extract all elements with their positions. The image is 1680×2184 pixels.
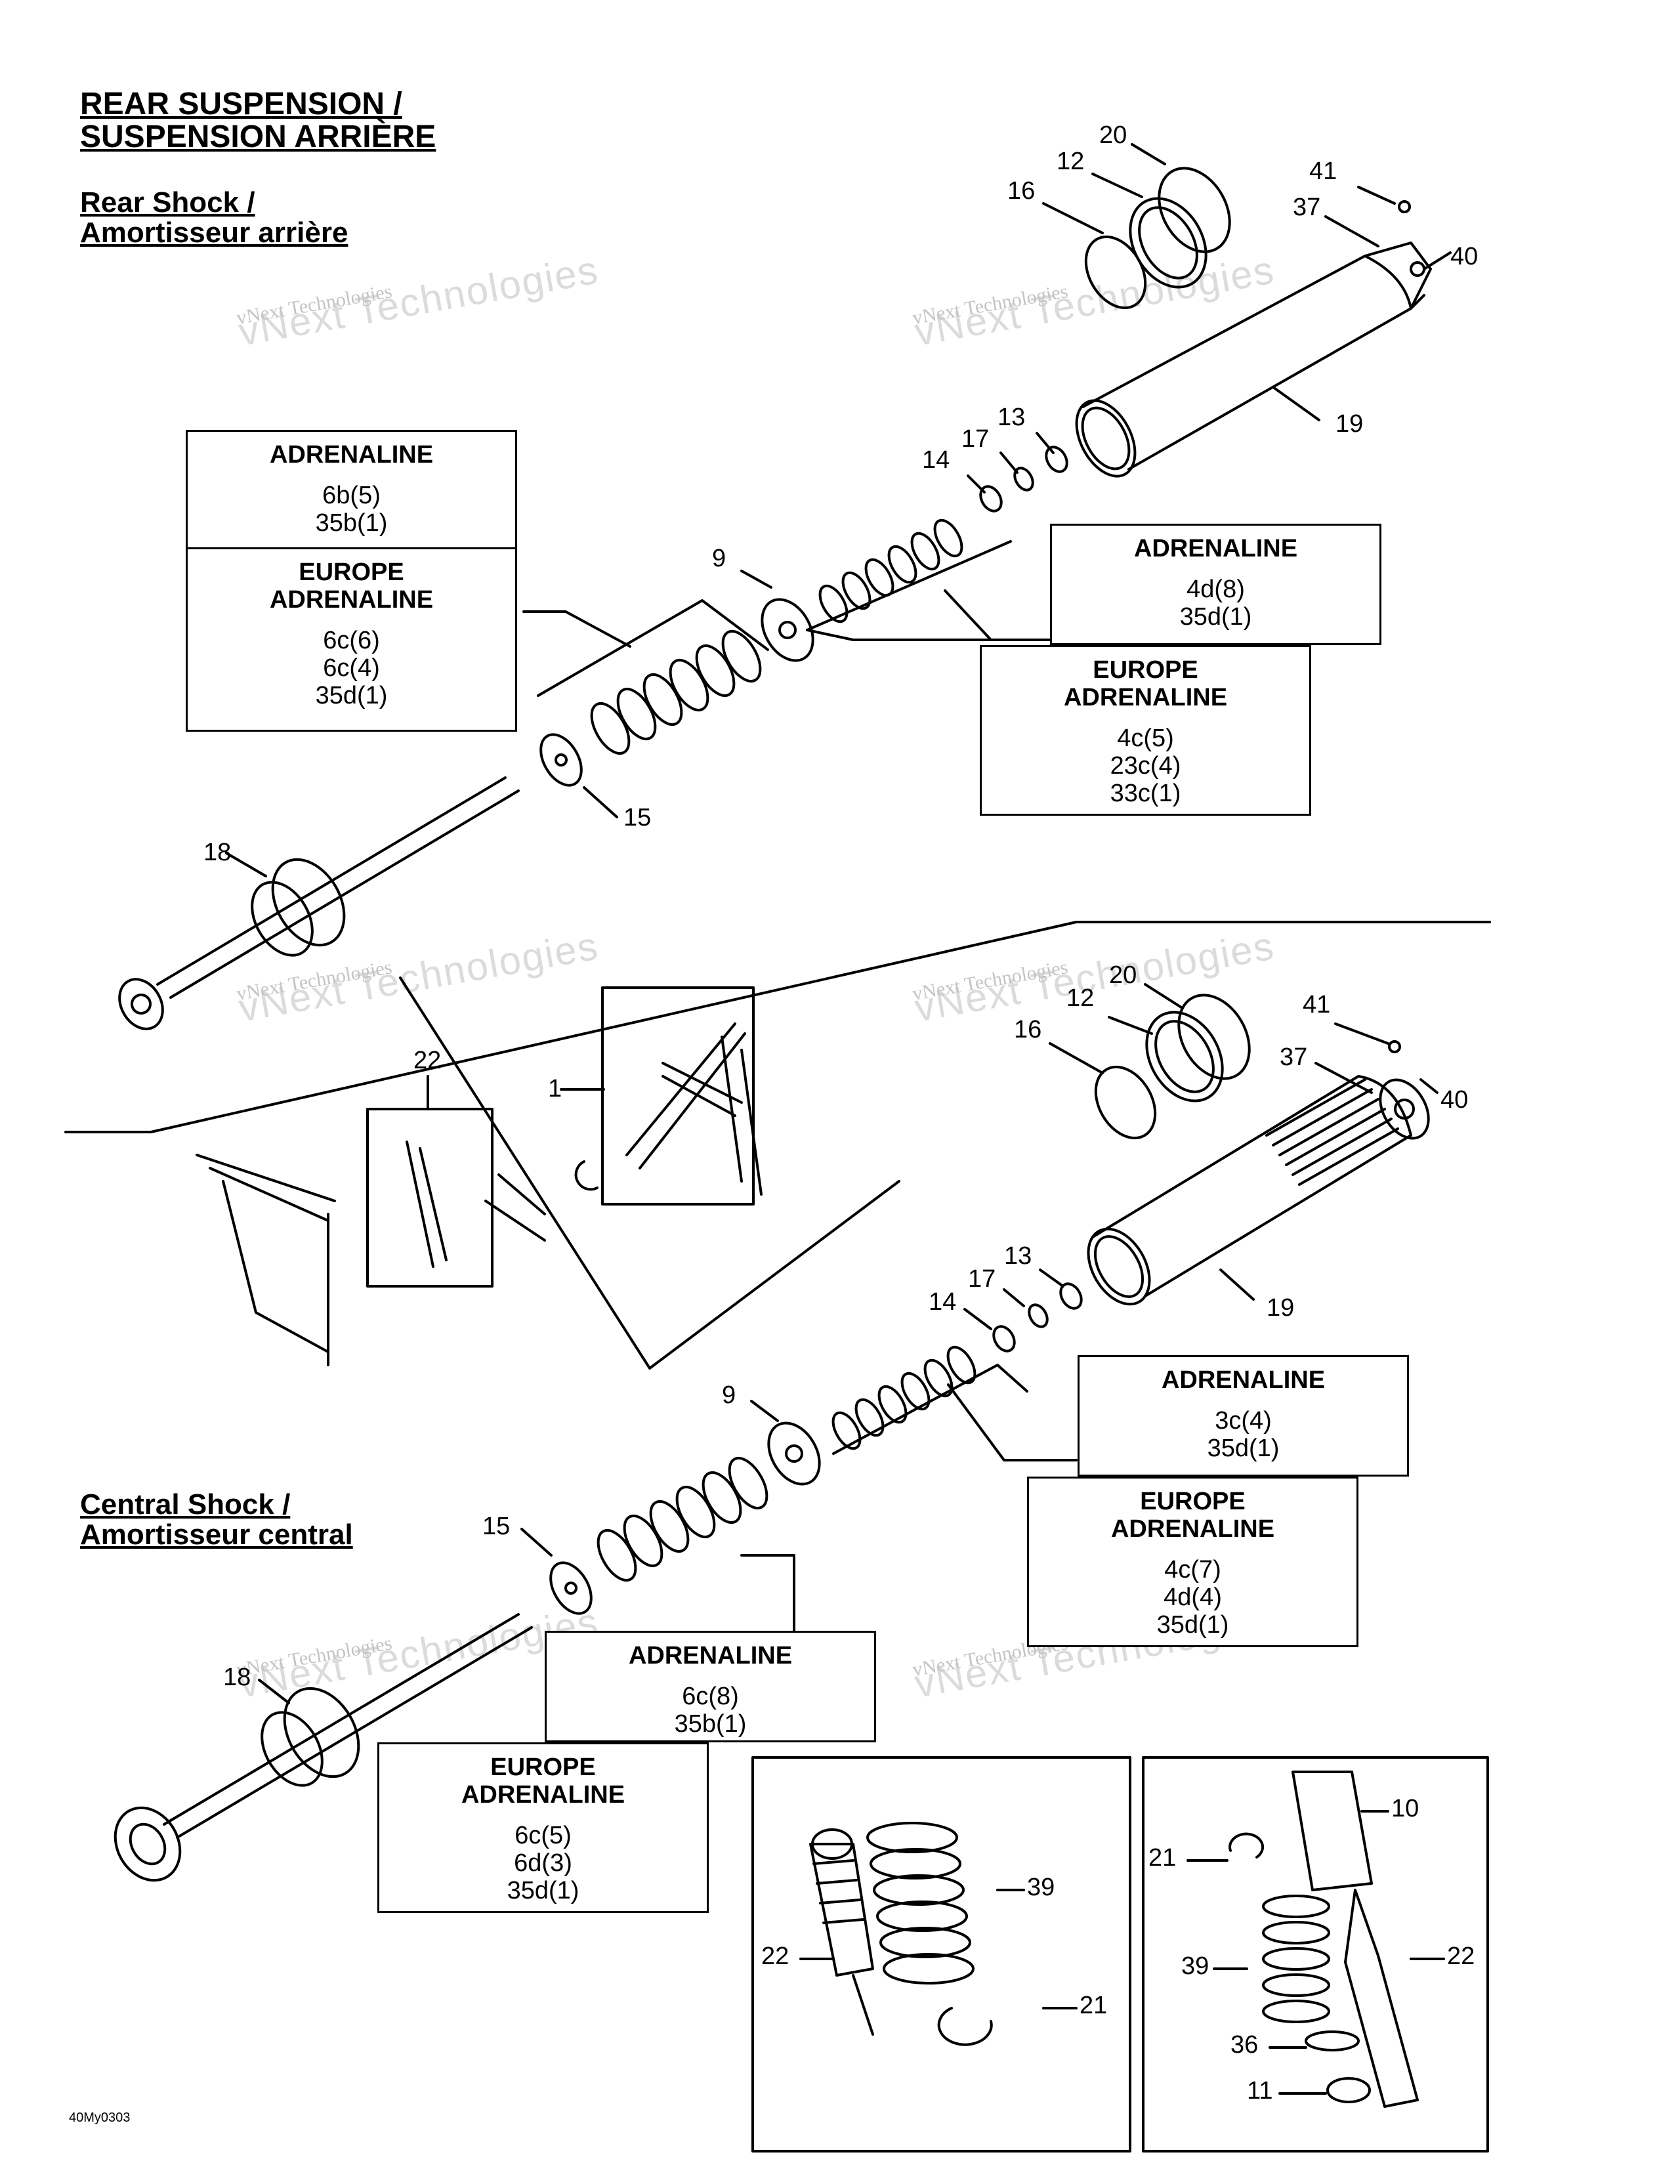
spec-code: 3c(4) [1215,1407,1272,1435]
rear-shock-heading-en: Rear Shock / [80,186,255,219]
spec-box-central-left: EUROPE ADRENALINE 6c(5) 6d(3) 35d(1) [377,1742,709,1913]
callout-number: 41 [1303,991,1331,1018]
rear-shock-heading: Rear Shock / Amortisseur arrière [80,186,348,249]
spec-box-rear-right-a: ADRENALINE 4d(8) 35d(1) [1050,524,1381,645]
spec-box-rear-right-b: EUROPE ADRENALINE 4c(5) 23c(4) 33c(1) [980,645,1311,816]
callout-number: 14 [922,446,950,474]
spec-code: 35d(1) [1207,1435,1280,1462]
spec-header: EUROPE ADRENALINE [269,558,434,614]
title-line-1: REAR SUSPENSION / [80,87,402,121]
detail-box-right [1142,1756,1489,2152]
spec-code: 35b(1) [315,509,388,537]
spec-box-central-right-a: ADRENALINE 3c(4) 35d(1) [1078,1355,1409,1477]
spec-code: 6c(6) [323,627,380,654]
spec-header: EUROPE ADRENALINE [1063,656,1228,711]
spec-header: EUROPE ADRENALINE [1110,1488,1275,1543]
callout-number: 19 [1335,410,1364,438]
spec-header: ADRENALINE [1133,535,1298,562]
spec-header: ADRENALINE [1161,1366,1326,1394]
spec-code: 35d(1) [507,1877,579,1904]
callout-number: 22 [1447,1942,1475,1970]
rear-large-spring [590,630,762,755]
spec-code: 35d(1) [315,682,388,709]
spec-box-central-mid: ADRENALINE 6c(8) 35b(1) [545,1631,876,1742]
spec-code: 6c(4) [323,654,380,682]
callout-number: 12 [1057,148,1085,175]
callout-number: 39 [1181,1952,1209,1980]
callout-number: 40 [1450,243,1479,270]
central-small-spring [831,1345,976,1450]
spec-code: 6b(5) [322,482,381,509]
callout-number: 12 [1066,984,1095,1012]
drawing-code: 40My0303 [69,2110,131,2125]
central-large-spring [597,1457,768,1582]
callout-number: 20 [1109,961,1137,989]
callout-number: 15 [482,1513,511,1540]
spec-header: EUROPE ADRENALINE [461,1754,625,1809]
callout-number: 21 [1080,1992,1108,2019]
spec-code: 4c(5) [1117,724,1174,752]
spec-code: 4d(4) [1164,1584,1222,1611]
rear-shaft [118,776,520,1030]
callout-number: 10 [1391,1795,1419,1822]
spec-code: 6c(8) [682,1683,739,1710]
callout-number: 11 [1247,2077,1273,2105]
spec-box-central-right-b: EUROPE ADRENALINE 4c(7) 4d(4) 35d(1) [1027,1477,1358,1647]
callout-number: 18 [223,1664,251,1691]
callout-number: 17 [961,425,990,453]
diagram-title: REAR SUSPENSION / SUSPENSION ARRIÈRE [80,87,436,155]
detail-left-drawing [799,1822,1078,2046]
callout-number: 40 [1440,1086,1469,1114]
spec-box-rear-left: ADRENALINE 6b(5) 35b(1) EUROPE ADRENALIN… [186,430,517,732]
callout-number: 17 [968,1265,996,1293]
callout-number: 15 [623,804,652,831]
rear-shock-assembly [118,143,1452,1030]
callout-number: 22 [413,1047,442,1074]
callout-number: 37 [1280,1043,1308,1071]
callout-number: 19 [1267,1294,1295,1322]
spec-code: 33c(1) [1110,780,1181,807]
callout-number: 14 [929,1288,957,1316]
detail-box-left [751,1756,1131,2152]
spec-code: 6c(5) [514,1822,572,1849]
callout-number: 22 [761,1942,789,1970]
callout-number: 41 [1309,158,1337,185]
callout-number: 18 [203,839,232,866]
callout-number: 16 [1014,1016,1042,1043]
spec-code: 35d(1) [1156,1611,1229,1639]
callout-number: 9 [722,1381,736,1409]
detail-right-drawing [1186,1771,1445,2108]
spec-code: 35b(1) [674,1710,747,1738]
spec-code: 35d(1) [1179,603,1252,631]
central-shock-body [1087,1075,1430,1306]
callout-number: 13 [998,404,1026,431]
callout-number: 13 [1004,1242,1032,1270]
spec-code: 4d(8) [1186,576,1245,603]
central-shock-heading-en: Central Shock / [80,1488,291,1521]
central-shock-heading: Central Shock / Amortisseur central [80,1488,353,1551]
callout-number: 37 [1293,194,1321,221]
rear-small-spring [818,518,963,623]
callout-number: 16 [1007,177,1036,205]
central-shaft [114,1613,533,1882]
spec-code: 23c(4) [1110,752,1181,780]
rear-shock-heading-fr: Amortisseur arrière [80,217,348,249]
callout-number: 39 [1027,1874,1055,1901]
callout-number: 21 [1148,1844,1177,1872]
rear-shock-body [1075,242,1432,478]
callout-number: 1 [548,1075,562,1102]
title-line-2: SUSPENSION ARRIÈRE [80,119,436,155]
spec-header: ADRENALINE [269,441,434,469]
callout-number: 20 [1099,121,1127,149]
spec-header: ADRENALINE [628,1642,793,1670]
callout-number: 36 [1230,2031,1259,2059]
spec-code: 6d(3) [514,1849,572,1877]
central-shock-assembly [114,983,1438,1882]
callout-number: 9 [712,545,726,572]
cap-part [1129,197,1208,289]
spec-code: 4c(7) [1164,1556,1221,1584]
central-shock-heading-fr: Amortisseur central [80,1519,353,1551]
